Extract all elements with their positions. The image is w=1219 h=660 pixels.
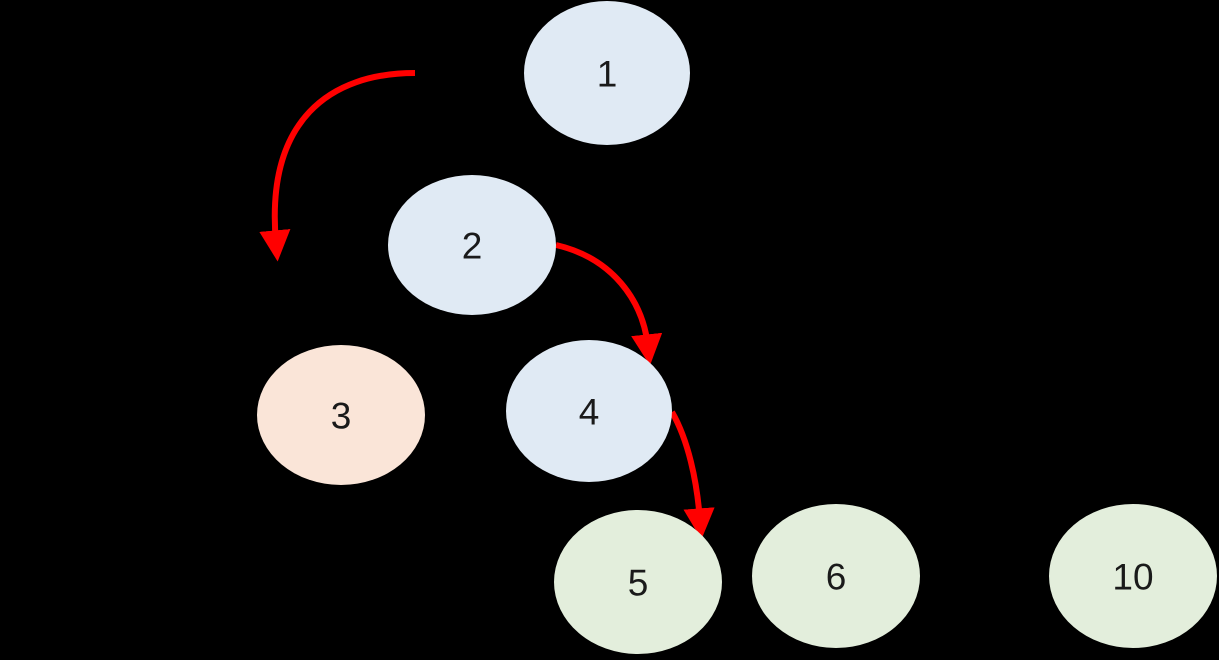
- graph-node-10[interactable]: 10: [1049, 504, 1217, 648]
- graph-node-3[interactable]: 3: [257, 345, 425, 485]
- edge-n1-to-n3: [259, 70, 416, 262]
- graph-node-1[interactable]: 1: [524, 1, 690, 145]
- edges-layer: [259, 70, 715, 540]
- edge-n2-to-n4: [555, 242, 663, 366]
- graph-node-5[interactable]: 5: [554, 510, 722, 654]
- graph-node-2[interactable]: 2: [388, 175, 556, 315]
- node-ellipse-3[interactable]: [257, 345, 425, 485]
- node-ellipse-1[interactable]: [524, 1, 690, 145]
- node-ellipse-6[interactable]: [752, 504, 920, 648]
- graph-node-4[interactable]: 4: [506, 340, 672, 482]
- node-ellipse-2[interactable]: [388, 175, 556, 315]
- edge-n4-to-n5: [669, 410, 715, 540]
- node-ellipse-5[interactable]: [554, 510, 722, 654]
- node-ellipse-4[interactable]: [506, 340, 672, 482]
- graph-node-6[interactable]: 6: [752, 504, 920, 648]
- node-ellipse-10[interactable]: [1049, 504, 1217, 648]
